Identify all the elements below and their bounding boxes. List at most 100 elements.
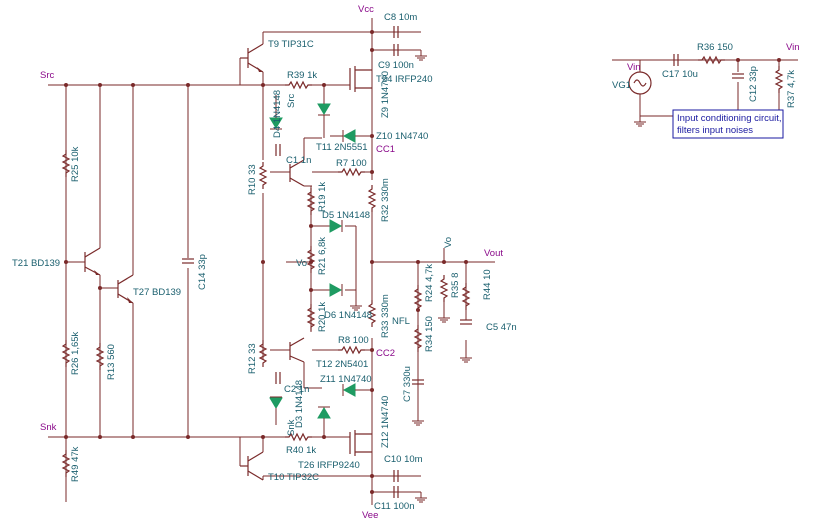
- net-vout: Vout: [484, 248, 503, 259]
- net-cc2: CC2: [376, 348, 395, 359]
- z10-zener: [342, 129, 356, 143]
- label-r40: R40 1k: [286, 445, 316, 456]
- c5-capacitor: [459, 319, 473, 325]
- c14-capacitor: [181, 258, 195, 264]
- label-r39: R39 1k: [287, 70, 317, 81]
- label-t26: T26 IRFP9240: [298, 460, 360, 471]
- label-r36: R36 150: [697, 42, 733, 53]
- label-r25: R25 10k: [70, 146, 81, 182]
- label-r35: R35 8: [450, 273, 461, 298]
- label-r37: R37 4,7k: [786, 70, 797, 108]
- r19-resistor: [307, 187, 315, 216]
- r20-resistor: [307, 303, 315, 332]
- r10-resistor: [259, 161, 267, 190]
- junctions: [64, 30, 781, 494]
- label-r8: R8 100: [338, 335, 369, 346]
- r12-resistor: [259, 339, 267, 368]
- net-vo: Vo: [296, 258, 307, 269]
- label-t27: T27 BD139: [133, 287, 181, 298]
- net-cc1: CC1: [376, 144, 395, 155]
- r37-resistor: [775, 65, 783, 94]
- label-z9: Z9 1N4740: [380, 71, 391, 118]
- label-c8: C8 10m: [384, 12, 417, 23]
- z11-zener: [342, 383, 356, 397]
- c12-capacitor: [731, 73, 745, 79]
- label-r19: R19 1k: [317, 182, 328, 212]
- label-c17: C17 10u: [662, 69, 698, 80]
- net-snk-drv: Snk: [286, 419, 297, 436]
- r8-resistor: [337, 346, 366, 354]
- label-r24: R24 4,7k: [424, 264, 435, 302]
- c1-capacitor: [275, 143, 281, 157]
- label-c10: C10 10m: [384, 454, 423, 465]
- label-z10: Z10 1N4740: [376, 131, 428, 142]
- label-t11: T11 2N5551: [316, 142, 368, 153]
- t9-transistor: [240, 43, 264, 73]
- c2-capacitor: [275, 371, 281, 385]
- label-c11: C11 100n: [374, 501, 415, 512]
- labels: Src Snk Vcc Vee Vout CC1 CC2 NFL Vo Vin …: [12, 4, 800, 521]
- label-c5: C5 47n: [486, 322, 517, 333]
- label-c12: C12 33p: [748, 66, 759, 102]
- label-r10: R10 33: [247, 164, 258, 195]
- label-t9: T9 TIP31C: [268, 39, 314, 50]
- label-c14: C14 33p: [197, 254, 208, 290]
- wiring: [48, 18, 798, 505]
- r32-resistor: [368, 184, 376, 213]
- t10-transistor: [240, 451, 264, 481]
- net-src: Src: [40, 70, 55, 81]
- d5-diode: [329, 219, 343, 233]
- label-r33: R33 330m: [380, 294, 391, 338]
- label-r34: R34 150: [424, 316, 435, 352]
- label-r26: R26 1,65k: [70, 331, 81, 375]
- d3-diode: [269, 397, 283, 409]
- note-box: Input conditioning circuit, filters inpu…: [672, 109, 784, 139]
- r36-resistor: [697, 56, 726, 64]
- t24-mosfet: [349, 66, 372, 92]
- label-d3: D3 1N4148: [294, 380, 305, 428]
- label-d5: D5 1N4148: [322, 210, 370, 221]
- net-vin-right: Vin: [786, 42, 800, 53]
- label-r32: R32 330m: [380, 178, 391, 222]
- net-vo-top: Vo: [443, 237, 454, 248]
- z9-zener: [317, 103, 331, 115]
- label-r49: R49 47k: [70, 446, 81, 482]
- label-vg1: VG1: [612, 80, 631, 91]
- net-vee: Vee: [362, 510, 378, 521]
- t27-transistor: [117, 274, 134, 304]
- label-r44: R44 10: [482, 269, 493, 300]
- net-nfl: NFL: [392, 316, 410, 327]
- net-vin-left: Vin: [627, 62, 641, 73]
- label-t10: T10 TIP32C: [268, 472, 319, 483]
- net-vcc: Vcc: [358, 4, 374, 15]
- label-t24: T24 IRFP240: [376, 74, 433, 85]
- label-r21: R21 6,8k: [317, 237, 328, 275]
- r35-resistor: [440, 274, 448, 303]
- r49-resistor: [62, 449, 70, 478]
- t21-transistor: [84, 247, 101, 276]
- t26-mosfet: [349, 430, 372, 456]
- vg1-source: [628, 71, 652, 95]
- label-d4: D4 1N4148: [272, 90, 283, 138]
- label-c9: C9 100n: [378, 60, 414, 71]
- label-r20: R20 1k: [317, 302, 328, 332]
- label-z11: Z11 1N4740: [320, 374, 372, 385]
- label-t12: T12 2N5401: [316, 359, 368, 370]
- label-t21: T21 BD139: [12, 258, 60, 269]
- r25-resistor: [62, 149, 70, 178]
- r7-resistor: [337, 168, 366, 176]
- t11-transistor: [289, 159, 305, 187]
- r39-resistor: [284, 81, 313, 89]
- label-r12: R12 33: [247, 343, 258, 374]
- note-line-1: Input conditioning circuit,: [677, 113, 782, 124]
- r44-resistor: [462, 282, 470, 311]
- r24-resistor: [414, 284, 422, 313]
- r13-resistor: [96, 342, 104, 371]
- label-r7: R7 100: [336, 158, 367, 169]
- components: [62, 25, 783, 503]
- label-r13: R13 560: [106, 344, 117, 380]
- r34-resistor: [414, 324, 422, 353]
- z12-zener: [317, 407, 331, 419]
- r26-resistor: [62, 339, 70, 368]
